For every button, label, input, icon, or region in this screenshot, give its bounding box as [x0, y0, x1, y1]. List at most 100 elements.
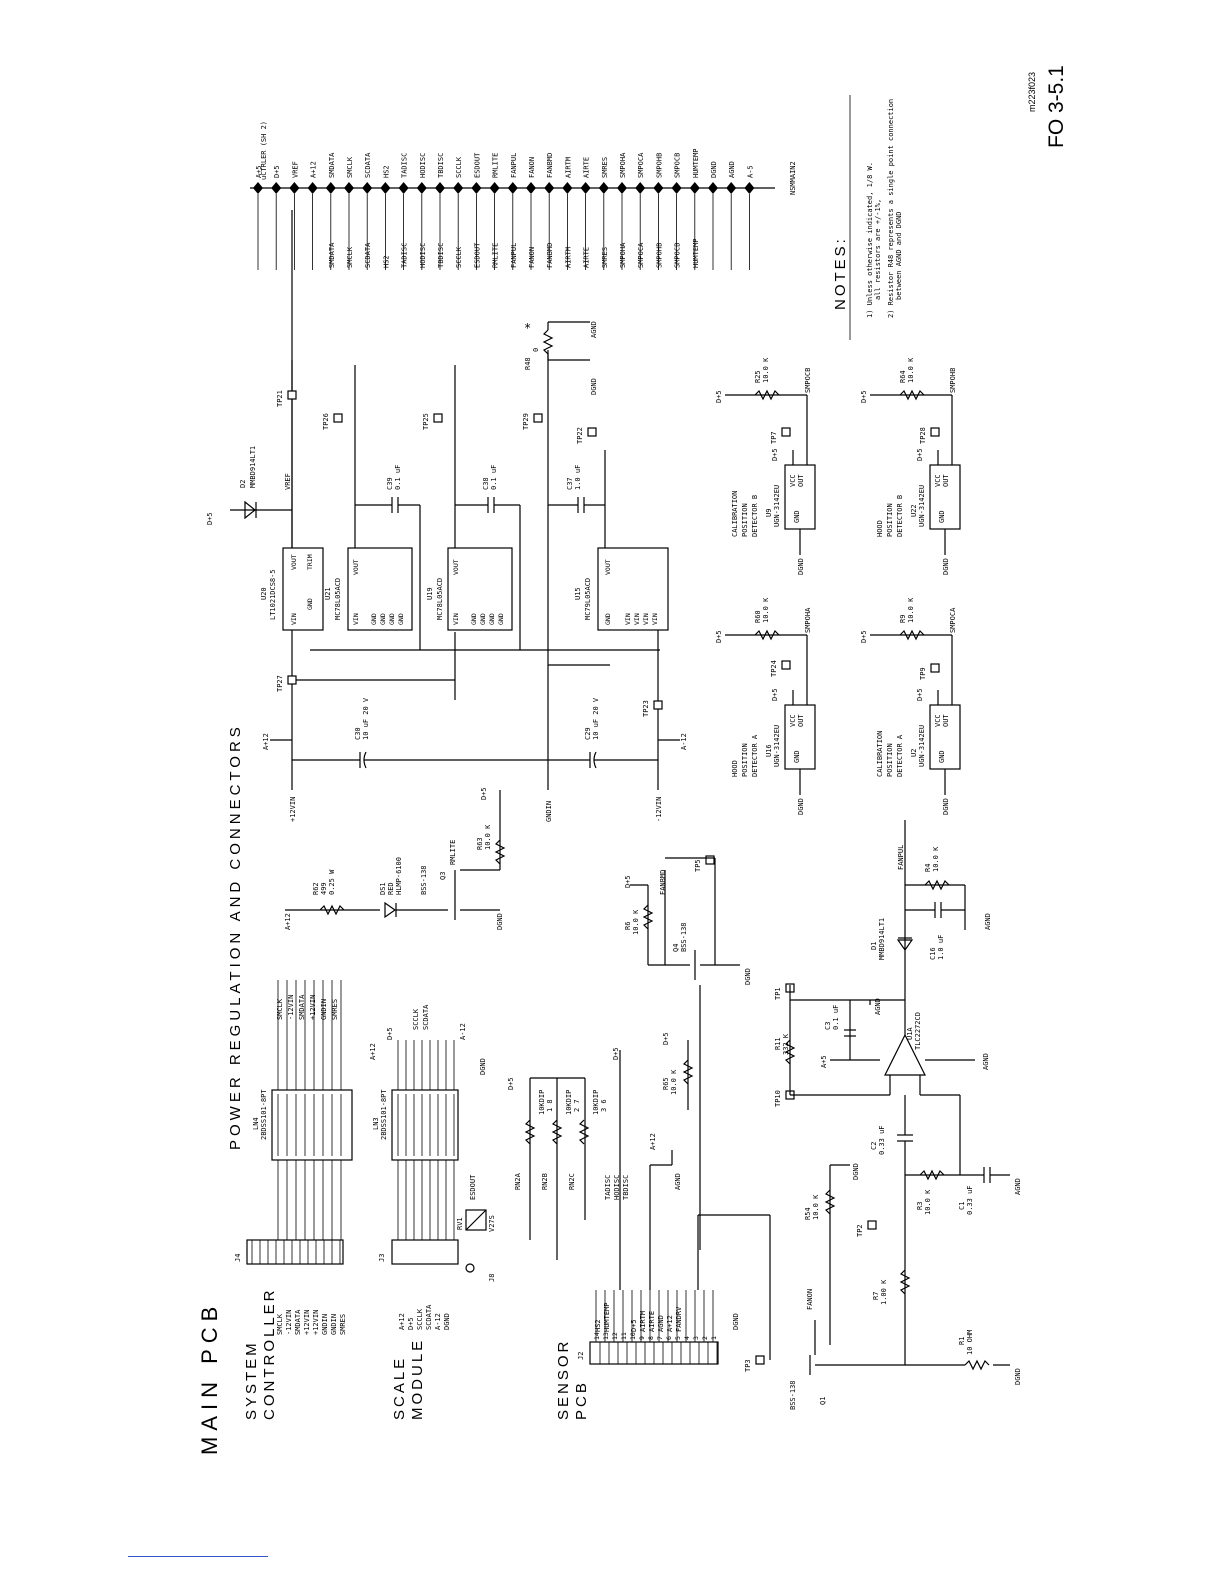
j3-label: A-12 — [434, 1313, 442, 1330]
u20-box — [282, 547, 324, 631]
rn-part: 10KDIP — [592, 1090, 600, 1115]
ctrl-signal-smpoca: SMPOCA — [637, 242, 645, 268]
testpoint-label-tp2: TP2 — [856, 1224, 864, 1237]
rn-dp5: D+5 — [507, 1077, 515, 1090]
hall-dp5: D+5 — [916, 688, 924, 701]
hall-gnd-label: GND — [938, 750, 946, 763]
hall-res-ref: R60 — [754, 610, 762, 623]
c39-value: 0.1 uF — [394, 465, 402, 490]
j2-pin-number: 11 — [620, 1332, 628, 1340]
d1-ref: D1 — [870, 942, 878, 950]
j3-label: SCCLK — [416, 1308, 424, 1330]
ctrl-pin-label-airte: AIRTE — [583, 157, 591, 178]
ctrl-pin-label-agnd: AGND — [728, 161, 736, 178]
ctrl-pin-marker — [744, 182, 755, 194]
c37-value: 1.0 uF — [574, 465, 582, 490]
u19-vout: VOUT — [452, 559, 460, 575]
ctrl-pin-marker — [307, 182, 318, 194]
u21-vin: VIN — [352, 613, 360, 625]
j4-ref: J4 — [234, 1254, 242, 1262]
j2-label: D+5 — [630, 1319, 638, 1332]
r4-ref: R4 — [924, 864, 932, 872]
hall-signal: SMPOHA — [804, 607, 812, 633]
hall-signal: SMPOHB — [949, 368, 957, 393]
ctrl-signal-scdata: SCDATA — [364, 242, 372, 268]
system-controller-label: SYSTEM — [243, 1340, 260, 1420]
hall-signal: SMPOCA — [949, 607, 957, 633]
q1-ref: Q1 — [819, 1397, 827, 1405]
j2-pin-number: 8 — [647, 1336, 655, 1340]
u19-vin: VIN — [452, 613, 460, 625]
ctrl-signal-hs2: HS2 — [382, 255, 390, 268]
r3-val: 10.0 K — [924, 1189, 932, 1215]
ctrl-pin-label-a+12: A+12 — [310, 161, 318, 178]
regulators: U20 LT1021DCS8-5 VIN GND VOUT TRIM U21 M… — [206, 321, 669, 650]
ln4-part: 2BDSS101-8PT — [260, 1089, 268, 1140]
ctrl-pin-marker — [635, 182, 646, 194]
testpoint-tp26 — [333, 413, 343, 423]
sensor-dp5: D+5 — [612, 1047, 620, 1060]
u19-gnd2: GND — [479, 613, 487, 625]
q3-sig: RMLITE — [449, 840, 457, 865]
ctrl-pin-marker — [726, 182, 737, 194]
q3-dp5: D+5 — [480, 787, 488, 800]
ln3-dp5: D+5 — [386, 1027, 394, 1040]
fan-section: R6 10.0 K Q4 BSS-138 FANBMD D+5 DGND FAN… — [624, 820, 1022, 1410]
u15-vin3: VIN — [642, 613, 650, 625]
q4-part: BSS-138 — [680, 922, 688, 952]
sensor-a12: A+12 — [649, 1133, 657, 1150]
j4-label: GNDIN — [321, 1314, 329, 1335]
c29-value: 10 uF 20 V — [592, 697, 600, 740]
u15-part: MC79L05ACD — [584, 578, 592, 620]
ctrl-pin-marker — [617, 182, 627, 194]
ctrl-pin-label-tbdisc: TBDISC — [437, 153, 445, 178]
ctrl-signal-humtemp: HUMTEMP — [692, 238, 700, 268]
ctrl-pin-marker — [289, 182, 300, 194]
u19-gnd1: GND — [470, 613, 478, 625]
rn-pins: 1 8 — [546, 1099, 554, 1112]
j2-pin-number: 5 — [674, 1336, 682, 1340]
j3-right-label: SCDATA — [422, 1004, 430, 1030]
ln4-ref: LN4 — [252, 1117, 260, 1130]
q3-ref: Q3 — [439, 872, 447, 880]
r7-val: 1.00 K — [880, 1279, 888, 1305]
u1a-ref: U1A — [906, 1027, 914, 1040]
r54-val: 10.0 K — [812, 1194, 820, 1220]
hall-res-val: 10.0 K — [762, 357, 770, 383]
ctrl-pin-marker — [689, 182, 700, 194]
fan-agnd-3: AGND — [982, 1053, 990, 1070]
hall-dp5: D+5 — [916, 448, 924, 461]
testpoint-tp7 — [781, 427, 791, 437]
rn-pins: 3 6 — [600, 1099, 608, 1112]
ctrl-pin-label-hs2: HS2 — [382, 165, 390, 178]
hall-out-label: OUT — [797, 714, 805, 727]
rn-resistor — [551, 1119, 563, 1145]
j3-label: SCDATA — [425, 1304, 433, 1330]
ctrl-pin-marker — [362, 182, 373, 194]
hall-part: UGN-3142EU — [918, 725, 926, 767]
ctrl-pin-label-fanpul: FANPUL — [510, 153, 518, 178]
u15-gnd: GND — [604, 613, 612, 625]
testpoint-tp25 — [433, 413, 443, 423]
hall-pullup-dp5: D+5 — [715, 390, 723, 403]
ctrl-pin-marker — [380, 182, 391, 194]
testpoint-label-tp26: TP26 — [322, 413, 330, 430]
u21-gnd4: GND — [397, 613, 405, 625]
rn-resistor — [524, 1119, 536, 1145]
r1-ref: R1 — [958, 1337, 966, 1345]
ctrl-signal-scclk: SCCLK — [455, 246, 463, 268]
ctrl-signal-fanpul: FANPUL — [510, 243, 518, 268]
fan-dgnd-r1: DGND — [1014, 1368, 1022, 1385]
ds1-ref: DS1 — [379, 882, 387, 895]
j4-right-label: SMDATA — [298, 994, 306, 1020]
hall-gnd-label: GND — [938, 510, 946, 523]
u15-vin4: VIN — [651, 613, 659, 625]
j8-ref: J8 — [488, 1274, 496, 1282]
u19-box — [447, 547, 513, 631]
hall-part: UGN-3142EU — [773, 485, 781, 527]
c30-value: 10 uF 20 V — [362, 697, 370, 740]
hall-pullup-dp5: D+5 — [715, 630, 723, 643]
c37-ref: C37 — [566, 477, 574, 490]
q3-part: BSS-138 — [420, 865, 428, 895]
ctrl-pin-label-d+5: D+5 — [273, 165, 281, 178]
